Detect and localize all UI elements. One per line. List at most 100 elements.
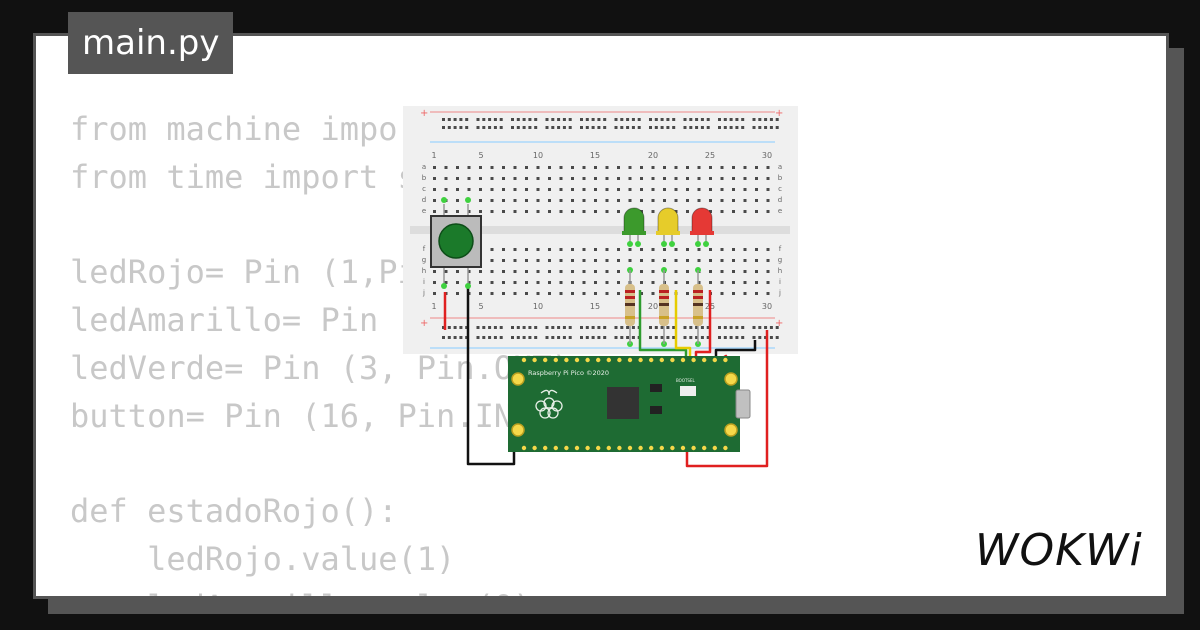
breadboard-hole [663, 199, 666, 202]
column-number: 30 [762, 302, 772, 311]
breadboard-hole [709, 166, 712, 169]
code-line: ledRojo.value(1) [70, 540, 456, 579]
breadboard-hole [775, 326, 779, 329]
breadboard-hole [571, 281, 574, 284]
breadboard-hole [479, 199, 482, 202]
pico-pin [596, 357, 601, 363]
breadboard-hole [571, 270, 574, 273]
breadboard-hole [557, 118, 561, 121]
breadboard-hole [459, 126, 463, 129]
breadboard-hole [640, 259, 643, 262]
breadboard-hole [617, 199, 620, 202]
pico-pin [691, 357, 696, 363]
breadboard-hole [582, 210, 586, 213]
breadboard-hole [766, 248, 770, 251]
breadboard-hole [433, 281, 436, 284]
file-tab[interactable]: main.py [68, 12, 234, 74]
push-button[interactable] [430, 204, 482, 284]
breadboard-hole [516, 126, 520, 129]
breadboard-hole [729, 126, 733, 129]
breadboard-hole [755, 188, 758, 191]
breadboard-hole [525, 188, 528, 191]
breadboard-hole [620, 326, 624, 329]
breadboard-hole [479, 166, 482, 169]
breadboard-hole [651, 281, 655, 284]
pico-pin [691, 445, 696, 451]
breadboard-hole [536, 199, 540, 202]
breadboard-hole [568, 326, 572, 329]
usb-port [735, 389, 751, 419]
column-number: 25 [705, 151, 715, 160]
breadboard-hole [651, 177, 655, 180]
breadboard-hole [548, 281, 551, 284]
breadboard-hole [689, 118, 693, 121]
breadboard-hole [697, 199, 701, 202]
connection-dot [661, 241, 667, 247]
breadboard-hole [536, 210, 540, 213]
breadboard-hole [502, 259, 505, 262]
breadboard-hole [660, 326, 664, 329]
breadboard-hole [488, 118, 492, 121]
breadboard-hole [620, 126, 624, 129]
breadboard-hole [603, 118, 607, 121]
breadboard-hole [559, 166, 563, 169]
plus-sign: + [775, 318, 783, 329]
bootsel-button[interactable] [680, 386, 696, 396]
breadboard-hole [697, 281, 701, 284]
breadboard-hole [525, 292, 528, 295]
breadboard-hole [433, 210, 436, 213]
breadboard-hole [640, 281, 643, 284]
breadboard-hole [640, 248, 643, 251]
breadboard-hole [720, 188, 724, 191]
breadboard-hole [513, 188, 517, 191]
pico-pin [670, 357, 675, 363]
breadboard-hole [536, 177, 540, 180]
breadboard-hole [467, 188, 471, 191]
breadboard-hole [603, 126, 607, 129]
breadboard-hole [672, 326, 676, 329]
breadboard-hole [651, 292, 655, 295]
breadboard-hole [559, 177, 563, 180]
breadboard-hole [640, 292, 643, 295]
breadboard-hole [617, 188, 620, 191]
breadboard-hole [559, 210, 563, 213]
breadboard-hole [764, 118, 768, 121]
breadboard-hole [775, 118, 779, 121]
breadboard-hole [571, 259, 574, 262]
breadboard-hole [548, 199, 551, 202]
column-number: 10 [533, 151, 543, 160]
breadboard-hole [764, 336, 768, 339]
breadboard-hole [743, 199, 747, 202]
breadboard-hole [502, 270, 505, 273]
breadboard-hole [525, 210, 528, 213]
breadboard-hole [582, 281, 586, 284]
breadboard-hole [444, 188, 448, 191]
breadboard-hole [689, 126, 693, 129]
breadboard-hole [741, 118, 745, 121]
breadboard-hole [617, 248, 620, 251]
breadboard-hole [559, 281, 563, 284]
breadboard-hole [513, 281, 517, 284]
breadboard-hole [683, 126, 687, 129]
breadboard-hole [697, 248, 701, 251]
breadboard-hole [545, 326, 549, 329]
breadboard-hole [545, 126, 549, 129]
breadboard-hole [706, 326, 710, 329]
breadboard-hole [752, 118, 756, 121]
breadboard-hole [456, 166, 459, 169]
row-letter: e [422, 207, 426, 215]
row-letter: d [778, 196, 782, 204]
button-cap[interactable] [438, 223, 474, 259]
breadboard-hole [686, 177, 689, 180]
breadboard-hole [562, 126, 566, 129]
breadboard-hole [559, 199, 563, 202]
breadboard-hole [628, 259, 632, 262]
breadboard-hole [513, 248, 517, 251]
breadboard-hole [551, 326, 555, 329]
breadboard-hole [459, 118, 463, 121]
breadboard-hole [666, 326, 670, 329]
breadboard-hole [476, 326, 480, 329]
breadboard-hole [525, 270, 528, 273]
breadboard-hole [490, 259, 494, 262]
breadboard-hole [499, 326, 503, 329]
